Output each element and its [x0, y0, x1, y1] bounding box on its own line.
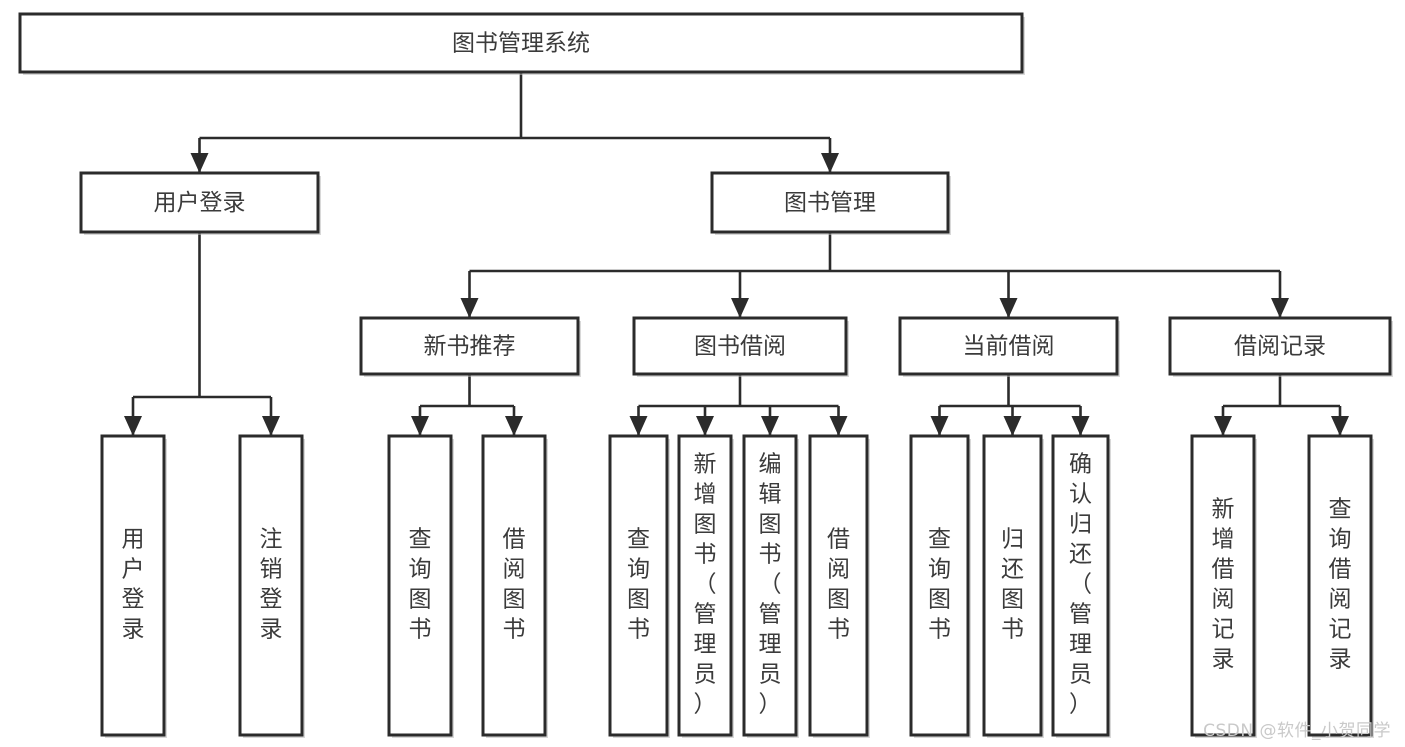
arrow-head-icon — [930, 416, 949, 436]
arrow-head-icon — [1071, 416, 1090, 436]
node-label: 查询借阅记录 — [1329, 497, 1352, 673]
arrow-head-icon — [1271, 298, 1289, 318]
node-leaf-query-book-2[interactable]: 查询图书 — [608, 434, 670, 738]
arrow-head-icon — [1003, 416, 1022, 436]
node-label: 新增借阅记录 — [1212, 497, 1235, 673]
node-rect[interactable] — [909, 434, 970, 737]
arrow-head-icon — [505, 416, 523, 436]
node-rect[interactable] — [1190, 434, 1256, 737]
node-rect[interactable] — [481, 434, 547, 737]
node-label: 借阅图书 — [827, 527, 850, 643]
arrow-head-icon — [411, 416, 429, 436]
nodes-layer: 图书管理系统用户登录图书管理新书推荐图书借阅当前借阅借阅记录用户登录注销登录查询… — [18, 12, 1393, 738]
arrow-head-icon — [124, 416, 142, 436]
node-rect[interactable] — [742, 434, 798, 737]
node-label: 图书管理 — [784, 190, 876, 216]
arrow-head-icon — [821, 153, 839, 173]
node-rect[interactable] — [632, 316, 848, 376]
arrow-head-icon — [460, 298, 479, 318]
node-rect[interactable] — [898, 316, 1119, 376]
node-new-book-recommend[interactable]: 新书推荐 — [359, 316, 581, 377]
node-leaf-query-book-3[interactable]: 查询图书 — [909, 434, 971, 738]
node-label: 用户登录 — [154, 190, 246, 216]
node-rect[interactable] — [18, 12, 1024, 74]
node-label: 借阅图书 — [503, 527, 526, 643]
node-rect[interactable] — [238, 434, 304, 737]
arrow-head-icon — [262, 416, 280, 436]
node-label: 查询图书 — [928, 527, 951, 643]
node-leaf-add-book-admin[interactable]: 新增图书（管理员） — [677, 434, 734, 738]
node-label: 注销登录 — [260, 527, 283, 643]
node-leaf-query-borrow-record[interactable]: 查询借阅记录 — [1307, 434, 1374, 738]
arrow-head-icon — [1331, 416, 1349, 436]
node-leaf-confirm-return-admin[interactable]: 确认归还（管理员） — [1051, 434, 1111, 738]
node-rect[interactable] — [100, 434, 166, 737]
node-leaf-user-login[interactable]: 用户登录 — [100, 434, 167, 738]
node-label: 新增图书（管理员） — [694, 452, 717, 718]
node-root[interactable]: 图书管理系统 — [18, 12, 1025, 75]
node-book-borrow[interactable]: 图书借阅 — [632, 316, 849, 377]
node-user-login[interactable]: 用户登录 — [79, 171, 321, 235]
node-leaf-edit-book-admin[interactable]: 编辑图书（管理员） — [742, 434, 799, 738]
arrow-head-icon — [999, 298, 1018, 318]
node-rect[interactable] — [677, 434, 733, 737]
arrow-head-icon — [1214, 416, 1232, 436]
arrow-head-icon — [829, 416, 848, 436]
node-leaf-borrow-book-2[interactable]: 借阅图书 — [808, 434, 870, 738]
node-label: 图书管理系统 — [452, 31, 590, 57]
node-label: 查询图书 — [409, 527, 432, 643]
node-rect[interactable] — [1168, 316, 1392, 376]
node-rect[interactable] — [608, 434, 669, 737]
node-current-borrow[interactable]: 当前借阅 — [898, 316, 1120, 377]
watermark-label: CSDN @软件_小贺同学 — [1203, 721, 1391, 741]
node-rect[interactable] — [359, 316, 580, 376]
arrow-head-icon — [731, 298, 749, 318]
node-rect[interactable] — [79, 171, 320, 234]
node-rect[interactable] — [1307, 434, 1373, 737]
node-label: 编辑图书（管理员） — [759, 452, 782, 718]
arrow-head-icon — [629, 416, 648, 436]
node-leaf-borrow-book-1[interactable]: 借阅图书 — [481, 434, 548, 738]
node-book-manage[interactable]: 图书管理 — [710, 171, 951, 235]
node-leaf-query-book-1[interactable]: 查询图书 — [387, 434, 454, 738]
node-label: 图书借阅 — [694, 334, 786, 360]
node-label: 确认归还（管理员） — [1069, 452, 1092, 718]
node-label: 用户登录 — [122, 527, 145, 643]
node-leaf-return-book[interactable]: 归还图书 — [982, 434, 1044, 738]
node-label: 归还图书 — [1001, 527, 1024, 643]
node-leaf-add-borrow-record[interactable]: 新增借阅记录 — [1190, 434, 1257, 738]
node-label: 查询图书 — [627, 527, 650, 643]
node-rect[interactable] — [808, 434, 869, 737]
node-leaf-logout-login[interactable]: 注销登录 — [238, 434, 305, 738]
node-rect[interactable] — [710, 171, 950, 234]
arrow-head-icon — [696, 416, 714, 436]
connectors-layer — [124, 72, 1349, 436]
node-borrow-record[interactable]: 借阅记录 — [1168, 316, 1393, 377]
node-label: 新书推荐 — [424, 334, 516, 360]
arrow-head-icon — [761, 416, 779, 436]
node-label: 借阅记录 — [1234, 334, 1326, 360]
arrow-head-icon — [190, 153, 209, 173]
node-rect[interactable] — [1051, 434, 1110, 737]
node-rect[interactable] — [387, 434, 453, 737]
node-label: 当前借阅 — [963, 334, 1055, 360]
node-rect[interactable] — [982, 434, 1043, 737]
